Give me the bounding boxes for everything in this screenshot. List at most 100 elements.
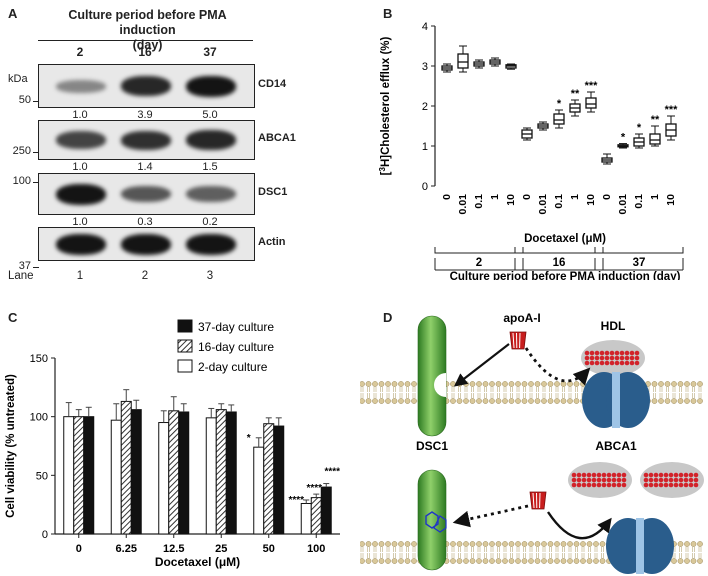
- lipid-head: [567, 398, 573, 404]
- lipid-head: [508, 398, 515, 404]
- hdl-lipid: [611, 477, 617, 483]
- hdl-lipid: [604, 355, 610, 361]
- apoa-body: [509, 331, 527, 350]
- lipid-head: [690, 541, 697, 547]
- lipid-head: [378, 541, 385, 547]
- hdl-lipid: [683, 477, 689, 483]
- hdl-lipid: [683, 482, 689, 488]
- lipid-head: [482, 558, 489, 564]
- lipid-head: [411, 558, 417, 564]
- lipid-head: [391, 558, 398, 564]
- hdl-lipid: [668, 477, 674, 483]
- legend-label: 2-day culture: [198, 360, 268, 374]
- hdl-lipid: [611, 472, 617, 478]
- lipid-head: [502, 398, 508, 404]
- dsc1-label: DSC1: [416, 439, 448, 453]
- docetaxel-molecule: [425, 511, 439, 529]
- x-tick-label: 12.5: [163, 543, 184, 555]
- lipid-head: [495, 541, 502, 547]
- y-tick-label: 2: [422, 101, 428, 113]
- hdl-lipid: [616, 482, 622, 488]
- lipid-head: [476, 541, 482, 547]
- panel-a-label: A: [8, 6, 18, 21]
- quant-value: 1.0: [72, 216, 88, 228]
- hdl-lipid: [678, 472, 684, 478]
- lipid-head: [398, 398, 404, 404]
- blot-label-cd14: CD14: [258, 78, 287, 90]
- hdl-lipid: [606, 477, 612, 483]
- lipid-head: [508, 541, 515, 547]
- lipid-head: [365, 541, 372, 547]
- lipid-head: [541, 381, 547, 387]
- lipid-head: [360, 398, 365, 404]
- hdl-lipid: [663, 482, 669, 488]
- bar-16day-25: [215, 409, 227, 535]
- hdl-lipid: [643, 472, 649, 478]
- abca1-top: [582, 372, 650, 428]
- significance-mark: *: [621, 132, 626, 144]
- significance-mark: ****: [324, 467, 340, 478]
- lipid-head: [677, 541, 684, 547]
- bar-2day-100: [300, 502, 312, 535]
- binding-arrow: [453, 343, 510, 387]
- abca1-channel: [612, 372, 620, 428]
- bar-37day-100: [320, 486, 332, 535]
- band: [121, 130, 171, 150]
- hdl-lipid: [634, 355, 640, 361]
- hdl-lipid: [673, 477, 679, 483]
- hdl-lipid: [648, 472, 654, 478]
- dsc1-bottom: [417, 469, 447, 571]
- lipid-head: [534, 541, 541, 547]
- legend-swatch: [177, 319, 193, 333]
- hdl-lipid: [591, 482, 597, 488]
- lipid-head: [476, 558, 482, 564]
- apoa-helix: [532, 492, 535, 509]
- box-body: [585, 97, 597, 109]
- box-2-0.01: [457, 45, 469, 73]
- lipid-head: [593, 541, 599, 547]
- hdl-lipid: [678, 482, 684, 488]
- x-axis-label: Docetaxel (μM): [155, 555, 240, 569]
- hdl-lipid: [653, 472, 659, 478]
- y-axis-label: [3H]Cholesterol efflux (%): [378, 37, 393, 176]
- hdl-lipid: [586, 472, 592, 478]
- lipid-head: [365, 398, 372, 404]
- lipid-head: [664, 381, 671, 387]
- marker-250: 250: [12, 145, 31, 157]
- kda-label: kDa: [8, 73, 28, 85]
- lipid-head: [528, 558, 534, 564]
- x-axis-label: Docetaxel (μM): [524, 233, 606, 245]
- lipid-head: [404, 398, 411, 404]
- conc-label: 0.1: [633, 194, 645, 209]
- lipid-head: [469, 398, 476, 404]
- hdl-lipid: [668, 482, 674, 488]
- hdl-lipid: [591, 472, 597, 478]
- lipid-head: [651, 381, 658, 387]
- lipid-head: [398, 558, 404, 564]
- hdl-lipid: [629, 355, 635, 361]
- lipid-head: [554, 558, 560, 564]
- lipid-head: [515, 558, 521, 564]
- hdl-lipid: [606, 472, 612, 478]
- box-2-0.1: [473, 59, 485, 69]
- lipid-head: [404, 381, 411, 387]
- bar-37day-0: [83, 416, 95, 535]
- hdl-lipid: [693, 477, 699, 483]
- band: [121, 76, 171, 96]
- hdl-lipid: [576, 472, 582, 478]
- band: [121, 233, 171, 255]
- hdl-lipid: [629, 360, 635, 366]
- lipid-head: [365, 558, 372, 564]
- hdl-lipid: [584, 360, 590, 366]
- panel-a-header: Culture period before PMA induction (day…: [40, 8, 255, 53]
- hdl-lipid: [688, 472, 694, 478]
- hdl-lipid: [576, 482, 582, 488]
- lipid-head: [554, 381, 560, 387]
- hdl-lipid: [609, 350, 615, 356]
- box-2-1: [489, 57, 501, 67]
- lipid-head: [469, 381, 476, 387]
- lipid-head: [495, 398, 502, 404]
- hdl-lipid: [663, 472, 669, 478]
- lipid-head: [476, 398, 482, 404]
- lipid-head: [378, 381, 385, 387]
